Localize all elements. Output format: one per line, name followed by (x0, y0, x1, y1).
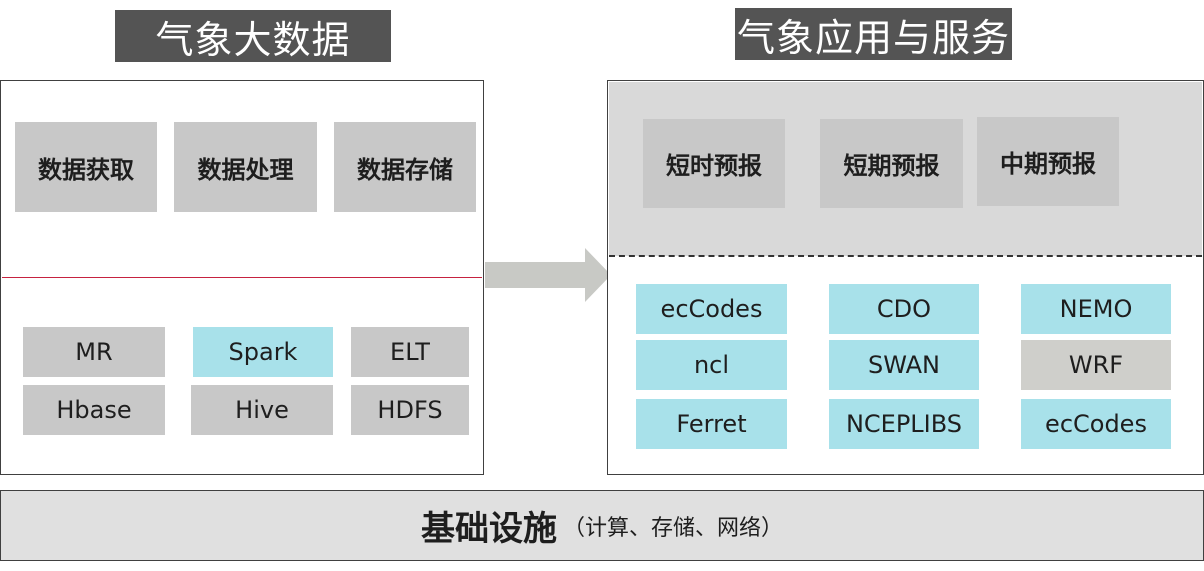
tool-box-hive: Hive (191, 385, 333, 435)
tool-box-ferret: Ferret (636, 399, 787, 449)
process-box-acquisition: 数据获取 (15, 122, 157, 212)
infrastructure-bar: 基础设施 （计算、存储、网络） (0, 490, 1204, 561)
tool-box-eccodes-2: ecCodes (1021, 399, 1171, 449)
forecast-box-medium-range: 中期预报 (977, 117, 1119, 206)
process-box-storage: 数据存储 (334, 122, 476, 212)
tool-box-spark: Spark (193, 327, 333, 377)
tool-box-hbase: Hbase (23, 385, 165, 435)
tool-box-hdfs: HDFS (351, 385, 469, 435)
right-section-title: 气象应用与服务 (735, 8, 1012, 60)
process-box-processing: 数据处理 (174, 122, 317, 212)
left-section-title: 气象大数据 (115, 10, 391, 62)
tool-box-ncl: ncl (636, 340, 787, 390)
section-divider (2, 277, 482, 278)
tool-box-swan: SWAN (829, 340, 979, 390)
tool-box-cdo: CDO (829, 284, 979, 334)
tool-box-nemo: NEMO (1021, 284, 1171, 334)
tool-box-nceplibs: NCEPLIBS (829, 399, 979, 449)
infrastructure-label: 基础设施 (420, 509, 557, 549)
tool-box-elt: ELT (351, 327, 469, 377)
dashed-divider (609, 255, 1202, 257)
forecast-box-short-range: 短期预报 (820, 119, 963, 208)
tool-box-mr: MR (23, 327, 165, 377)
tool-box-wrf: WRF (1021, 340, 1171, 390)
infrastructure-detail: （计算、存储、网络） (562, 515, 783, 541)
forecast-box-nowcast: 短时预报 (643, 119, 785, 208)
flow-arrow-icon (485, 248, 611, 302)
tool-box-eccodes: ecCodes (636, 284, 787, 334)
